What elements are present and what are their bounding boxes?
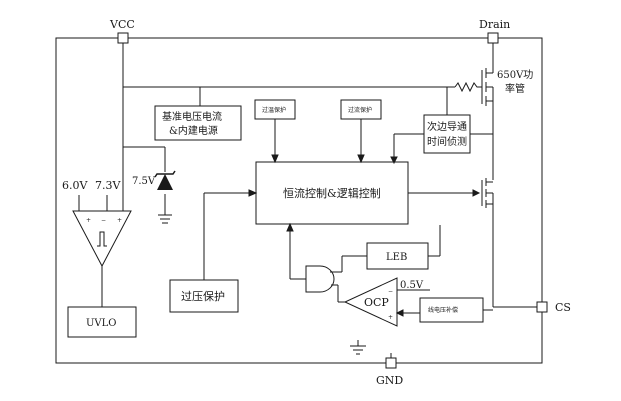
- ref-block: [154, 105, 242, 141]
- svg-text:+: +: [388, 314, 393, 321]
- vcc-label: VCC: [109, 18, 135, 31]
- otp-label: 过温保护: [262, 106, 286, 114]
- cs-pin-pad: [536, 301, 548, 313]
- logic-label: 恒流控制&逻辑控制: [283, 186, 381, 200]
- demag-label-line1: 次边导通: [427, 120, 467, 133]
- hysteresis-symbol: [97, 231, 107, 247]
- cs-label: CS: [555, 301, 571, 314]
- zener-diode: [157, 174, 173, 190]
- uvlo-label: UVLO: [86, 318, 117, 329]
- mosfet-label-line1: 650V功: [497, 69, 533, 81]
- ovp-label: 过压保护: [181, 289, 225, 303]
- gnd-label: GND: [376, 374, 403, 387]
- ocp-protect-label: 过流保护: [348, 106, 372, 114]
- svg-text:+: +: [117, 217, 122, 224]
- gnd-pin-pad: [385, 357, 397, 369]
- uvlo-low-label: 6.0V: [62, 179, 88, 192]
- ocp-ref-label: 0.5V: [400, 280, 424, 291]
- uvlo-high-label: 7.3V: [95, 179, 121, 192]
- mosfet-label-line2: 率管: [505, 82, 525, 95]
- demag-label-line2: 时间侦测: [427, 135, 467, 148]
- resistor-symbol: [454, 81, 482, 93]
- svg-text:+: +: [86, 217, 91, 224]
- drain-label: Drain: [479, 18, 510, 31]
- vcc-pin-pad: [117, 32, 129, 44]
- and-gate: [305, 265, 335, 293]
- ref-label-line1: 基准电压电流: [162, 110, 222, 123]
- uvlo-block: [67, 306, 137, 338]
- ref-label-line2: &内建电源: [169, 124, 218, 137]
- svg-text:−: −: [101, 217, 106, 224]
- zener-label: 7.5V: [132, 176, 156, 187]
- ocp-comparator: [343, 277, 398, 327]
- chip-outline: [55, 37, 543, 364]
- line-comp-label: 线电压补偿: [428, 306, 458, 314]
- leb-label: LEB: [386, 252, 407, 263]
- drain-pin-pad: [487, 32, 499, 44]
- ocp-label: OCP: [364, 296, 389, 309]
- uvlo-comparator: [72, 210, 132, 268]
- svg-text:−: −: [388, 288, 393, 295]
